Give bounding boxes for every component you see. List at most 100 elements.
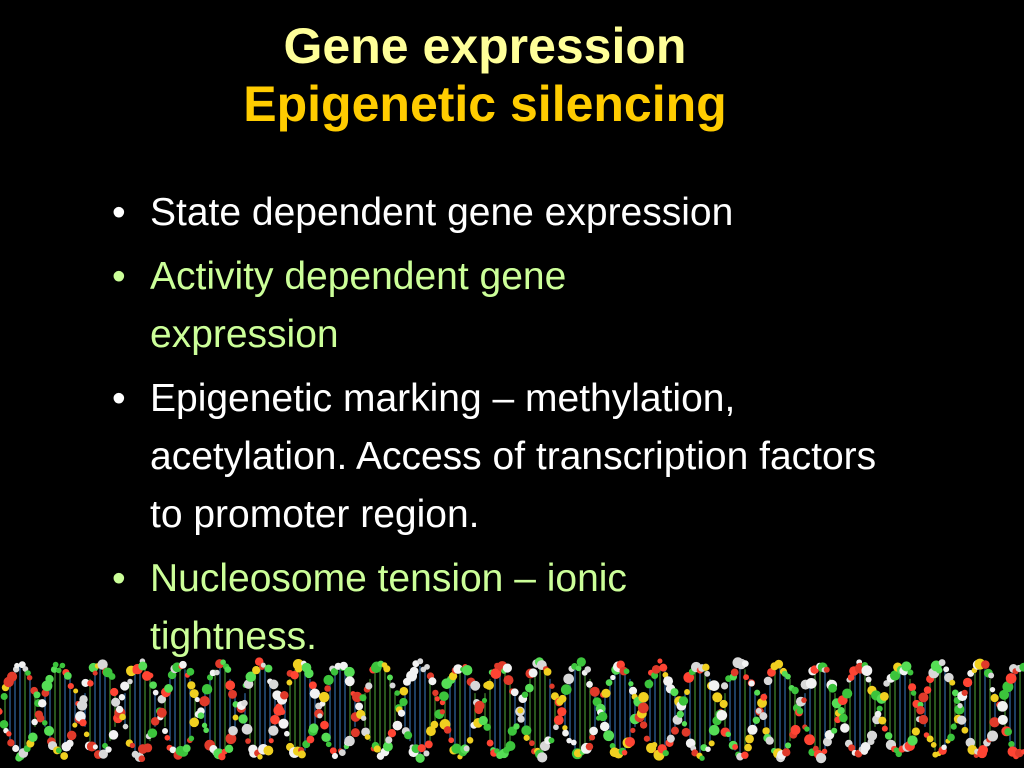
dna-atom (990, 693, 999, 703)
dna-atom (823, 666, 830, 673)
dna-atom (417, 658, 424, 665)
dna-atom (784, 742, 792, 749)
dna-atom (866, 730, 878, 741)
dna-atom (92, 670, 98, 676)
dna-atom (790, 724, 801, 735)
dna-atom (828, 683, 838, 693)
dna-atom (423, 750, 430, 757)
dna-atom (164, 684, 173, 693)
dna-atom (120, 681, 130, 691)
dna-atom (67, 682, 74, 690)
dna-atom (558, 694, 567, 703)
dna-atom (639, 721, 648, 729)
dna-atom (708, 724, 720, 736)
dna-atom (1004, 728, 1012, 736)
dna-atom (415, 753, 425, 763)
dna-atom (883, 680, 890, 687)
dna-atom (918, 714, 929, 725)
dna-atom (194, 696, 200, 703)
dna-atom (83, 731, 90, 738)
dna-atom (957, 715, 967, 725)
dna-atom (699, 755, 705, 761)
dna-atom (430, 720, 439, 729)
dna-atom (510, 688, 519, 697)
dna-atom (610, 674, 616, 681)
dna-atom (284, 730, 290, 737)
dna-atom (704, 670, 711, 677)
dna-atom (804, 726, 810, 732)
dna-atom (268, 679, 279, 690)
dna-atom (278, 718, 289, 729)
dna-atom (525, 683, 534, 693)
dna-atom (364, 734, 371, 740)
dna-atom (150, 717, 160, 726)
dna-atom (586, 681, 593, 688)
dna-atom (708, 680, 720, 691)
dna-atom (286, 679, 293, 686)
dna-atom (201, 683, 213, 695)
dna-atom (774, 659, 784, 669)
dna-atom (31, 718, 38, 726)
dna-atom (98, 749, 108, 759)
dna-atom (989, 686, 996, 693)
bullet-text: Epigenetic marking – methylation, acetyl… (150, 377, 877, 536)
dna-atom (997, 701, 1008, 712)
dna-atom (628, 681, 634, 687)
dna-atom (910, 690, 917, 696)
dna-atom (270, 714, 280, 725)
dna-atom (505, 741, 516, 752)
dna-atom (439, 699, 446, 706)
dna-atom (716, 709, 728, 721)
dna-atom (989, 717, 1000, 728)
dna-atom (225, 733, 237, 745)
dna-atom (601, 688, 611, 698)
dna-atom (344, 666, 355, 678)
dna-atom (321, 732, 331, 743)
dna-atom (157, 695, 167, 704)
dna-atom (1002, 681, 1014, 693)
dna-atom (290, 670, 299, 680)
dna-atom (754, 689, 761, 696)
dna-atom (268, 725, 279, 736)
dna-atom (297, 750, 306, 759)
dna-atom (279, 708, 286, 715)
dna-atom (33, 691, 41, 699)
dna-atom (52, 661, 59, 668)
dna-atom (432, 689, 439, 697)
dna-atom (228, 725, 238, 736)
dna-atom (503, 675, 514, 686)
dna-atom (397, 709, 406, 717)
dna-atom (79, 719, 87, 727)
dna-atom (308, 681, 317, 690)
dna-atom (275, 703, 283, 711)
dna-atom (373, 745, 381, 753)
dna-atom (570, 739, 577, 746)
dna-atom (881, 725, 888, 732)
dna-atom (350, 728, 360, 738)
dna-atom (741, 751, 749, 759)
dna-atom (162, 728, 169, 735)
dna-atom (842, 688, 853, 699)
dna-atom (741, 660, 749, 668)
dna-atom (118, 694, 126, 701)
dna-atom (81, 678, 90, 687)
dna-atom (805, 677, 817, 689)
dna-atom (553, 724, 559, 731)
dna-atom (108, 672, 116, 680)
dna-atom (965, 737, 976, 748)
dna-atom (708, 740, 715, 747)
dna-atom (147, 672, 154, 679)
dna-atom (66, 730, 77, 741)
dna-atom (453, 664, 463, 674)
dna-atom (263, 745, 274, 756)
dna-atom (424, 663, 430, 670)
dna-atom (399, 697, 408, 707)
dna-atom (75, 711, 86, 722)
dna-atom (884, 732, 893, 740)
dna-atom (947, 733, 955, 742)
dna-atom (122, 723, 129, 730)
dna-atom (916, 705, 925, 715)
dna-atom (7, 739, 15, 747)
dna-atom (199, 695, 210, 707)
dna-atom (156, 707, 167, 718)
